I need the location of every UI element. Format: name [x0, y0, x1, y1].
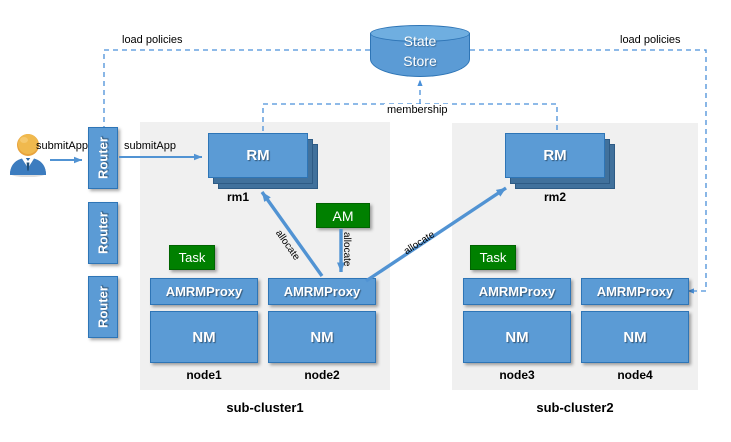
rm1-node[interactable]: RM: [208, 133, 326, 191]
nm-node2[interactable]: NM: [268, 311, 376, 363]
node2-caption: node2: [304, 368, 340, 382]
amrmproxy-node1-label: AMRMProxy: [165, 284, 243, 299]
nm-node3[interactable]: NM: [463, 311, 571, 363]
nm-node3-label: NM: [505, 328, 529, 346]
edge-label-submitapp-router: submitApp: [124, 140, 176, 152]
amrmproxy-node1[interactable]: AMRMProxy: [150, 278, 258, 305]
state-store-label: State Store: [370, 31, 470, 71]
am-node[interactable]: AM: [316, 203, 370, 228]
node3-caption: node3: [499, 368, 535, 382]
edge-label-load-policies-left: load policies: [122, 34, 183, 46]
nm-node4-label: NM: [623, 328, 647, 346]
router-1[interactable]: Router: [88, 127, 118, 189]
amrmproxy-node4-label: AMRMProxy: [596, 284, 674, 299]
amrmproxy-node4[interactable]: AMRMProxy: [581, 278, 689, 305]
router-3[interactable]: Router: [88, 276, 118, 338]
rm2-node[interactable]: RM: [505, 133, 623, 191]
am-label: AM: [332, 207, 354, 224]
rm2-caption: rm2: [543, 190, 566, 204]
amrmproxy-node2[interactable]: AMRMProxy: [268, 278, 376, 305]
edge-label-allocate-rm2: allocate: [402, 229, 437, 258]
rm1-caption: rm1: [226, 190, 249, 204]
sub-cluster-2-caption: sub-cluster2: [536, 400, 614, 415]
rm2-label: RM: [505, 133, 605, 178]
edge-label-allocate-am: allocate: [341, 232, 352, 267]
node4-caption: node4: [617, 368, 653, 382]
edge-label-membership: membership: [384, 104, 451, 116]
task-node3-label: Task: [479, 250, 507, 265]
task-node1[interactable]: Task: [169, 245, 215, 270]
state-store-label-line1: State: [403, 33, 437, 49]
amrmproxy-node3-label: AMRMProxy: [478, 284, 556, 299]
edge-label-submitapp-user: submitApp: [36, 140, 88, 152]
state-store-label-line2: Store: [403, 53, 437, 69]
user-avatar-icon: [6, 131, 50, 178]
state-store-node[interactable]: State Store: [370, 25, 470, 80]
amrmproxy-node3[interactable]: AMRMProxy: [463, 278, 571, 305]
edge-label-load-policies-right: load policies: [620, 34, 681, 46]
router-3-label: Router: [95, 286, 111, 328]
nm-node2-label: NM: [310, 328, 334, 346]
nm-node1-label: NM: [192, 328, 216, 346]
task-node1-label: Task: [178, 250, 206, 265]
nm-node1[interactable]: NM: [150, 311, 258, 363]
router-2[interactable]: Router: [88, 202, 118, 264]
nm-node4[interactable]: NM: [581, 311, 689, 363]
task-node3[interactable]: Task: [470, 245, 516, 270]
sub-cluster-1-caption: sub-cluster1: [226, 400, 304, 415]
router-2-label: Router: [95, 212, 111, 254]
amrmproxy-node2-label: AMRMProxy: [283, 284, 361, 299]
router-1-label: Router: [95, 137, 111, 179]
rm1-label: RM: [208, 133, 308, 178]
state-store-cylinder-top: [370, 25, 470, 42]
node1-caption: node1: [186, 368, 222, 382]
